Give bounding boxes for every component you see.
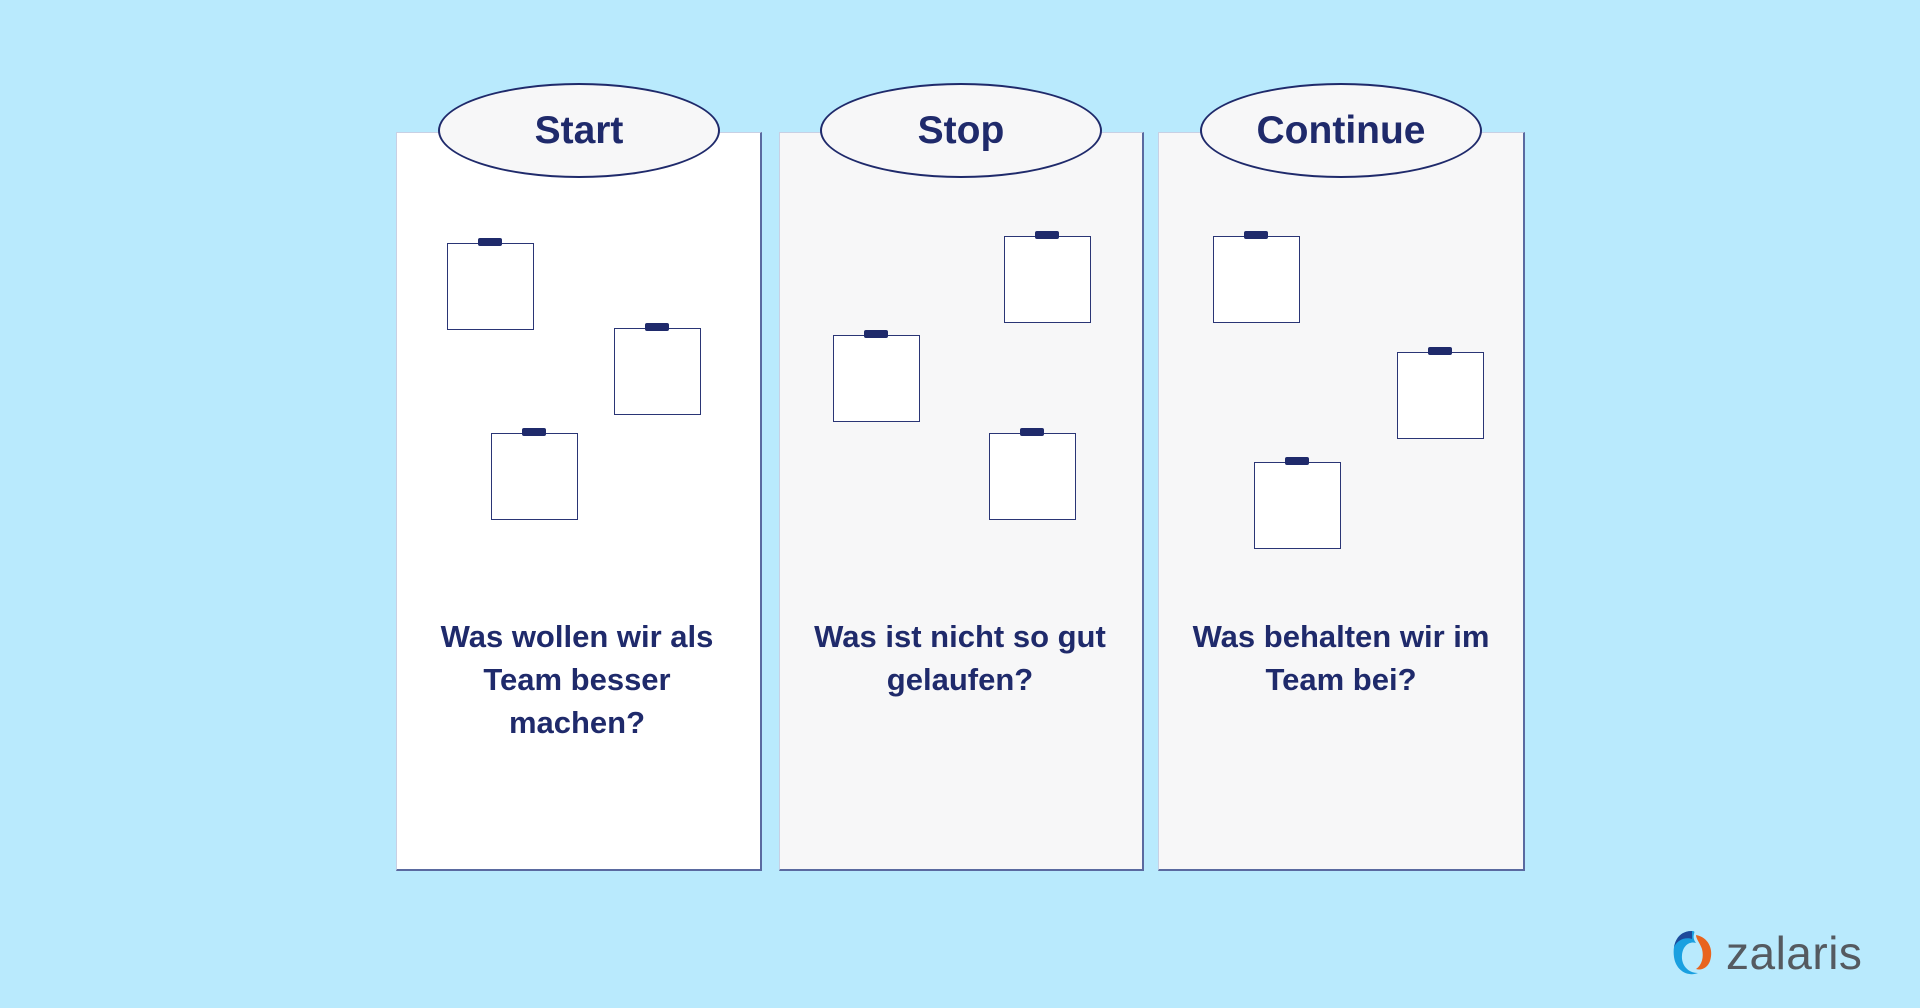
sticky-note[interactable]	[447, 238, 534, 330]
logo-text: zalaris	[1726, 927, 1863, 979]
column-continue-question: Was behalten wir im Team bei?	[1192, 619, 1490, 697]
column-start-question: Was wollen wir als Team besser machen?	[440, 619, 714, 740]
column-stop-header: Stop	[820, 83, 1102, 178]
column-stop-question: Was ist nicht so gut gelaufen?	[814, 619, 1106, 697]
column-continue-header: Continue	[1200, 83, 1482, 178]
column-start-header: Start	[438, 83, 720, 178]
sticky-note[interactable]	[491, 428, 578, 520]
column-start-title: Start	[534, 108, 624, 152]
tape-icon	[1285, 457, 1309, 465]
tape-icon	[864, 330, 888, 338]
tape-icon	[478, 238, 502, 246]
sticky-note[interactable]	[614, 323, 701, 415]
zalaris-swirl-icon	[1673, 931, 1712, 975]
sticky-note[interactable]	[833, 330, 920, 422]
sticky-note[interactable]	[1397, 347, 1484, 439]
tape-icon	[1244, 231, 1268, 239]
sticky-note[interactable]	[1213, 231, 1300, 323]
tape-icon	[1020, 428, 1044, 436]
tape-icon	[645, 323, 669, 331]
sticky-note[interactable]	[1004, 231, 1091, 323]
column-continue-title: Continue	[1256, 108, 1426, 152]
zalaris-logo: zalaris	[1668, 926, 1862, 980]
tape-icon	[1035, 231, 1059, 239]
tape-icon	[1428, 347, 1452, 355]
column-stop-title: Stop	[917, 108, 1005, 152]
sticky-note[interactable]	[1254, 457, 1341, 549]
sticky-note[interactable]	[989, 428, 1076, 520]
tape-icon	[522, 428, 546, 436]
